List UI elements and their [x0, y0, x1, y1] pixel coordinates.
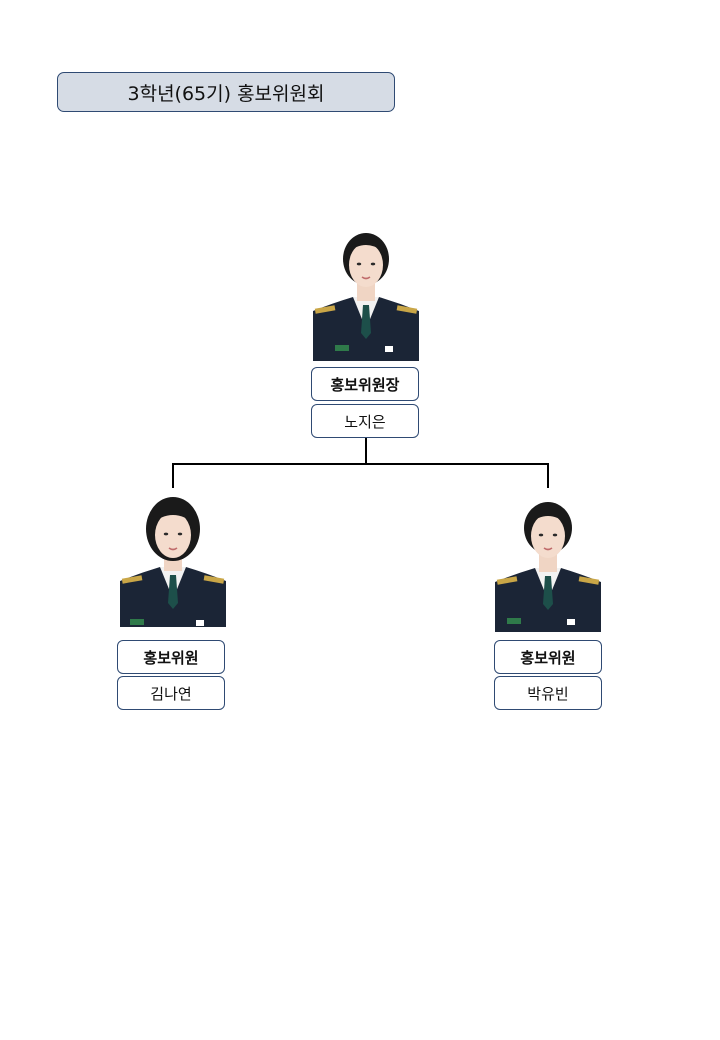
member-photo	[495, 500, 601, 632]
leader-name: 노지은	[311, 404, 419, 438]
member-photo	[120, 495, 226, 627]
member-role: 홍보위원	[494, 640, 602, 674]
leader-photo	[313, 229, 419, 361]
member-name: 박유빈	[494, 676, 602, 710]
leader-role: 홍보위원장	[311, 367, 419, 401]
member-name: 김나연	[117, 676, 225, 710]
page-title: 3학년(65기) 홍보위원회	[57, 72, 395, 112]
member-role: 홍보위원	[117, 640, 225, 674]
